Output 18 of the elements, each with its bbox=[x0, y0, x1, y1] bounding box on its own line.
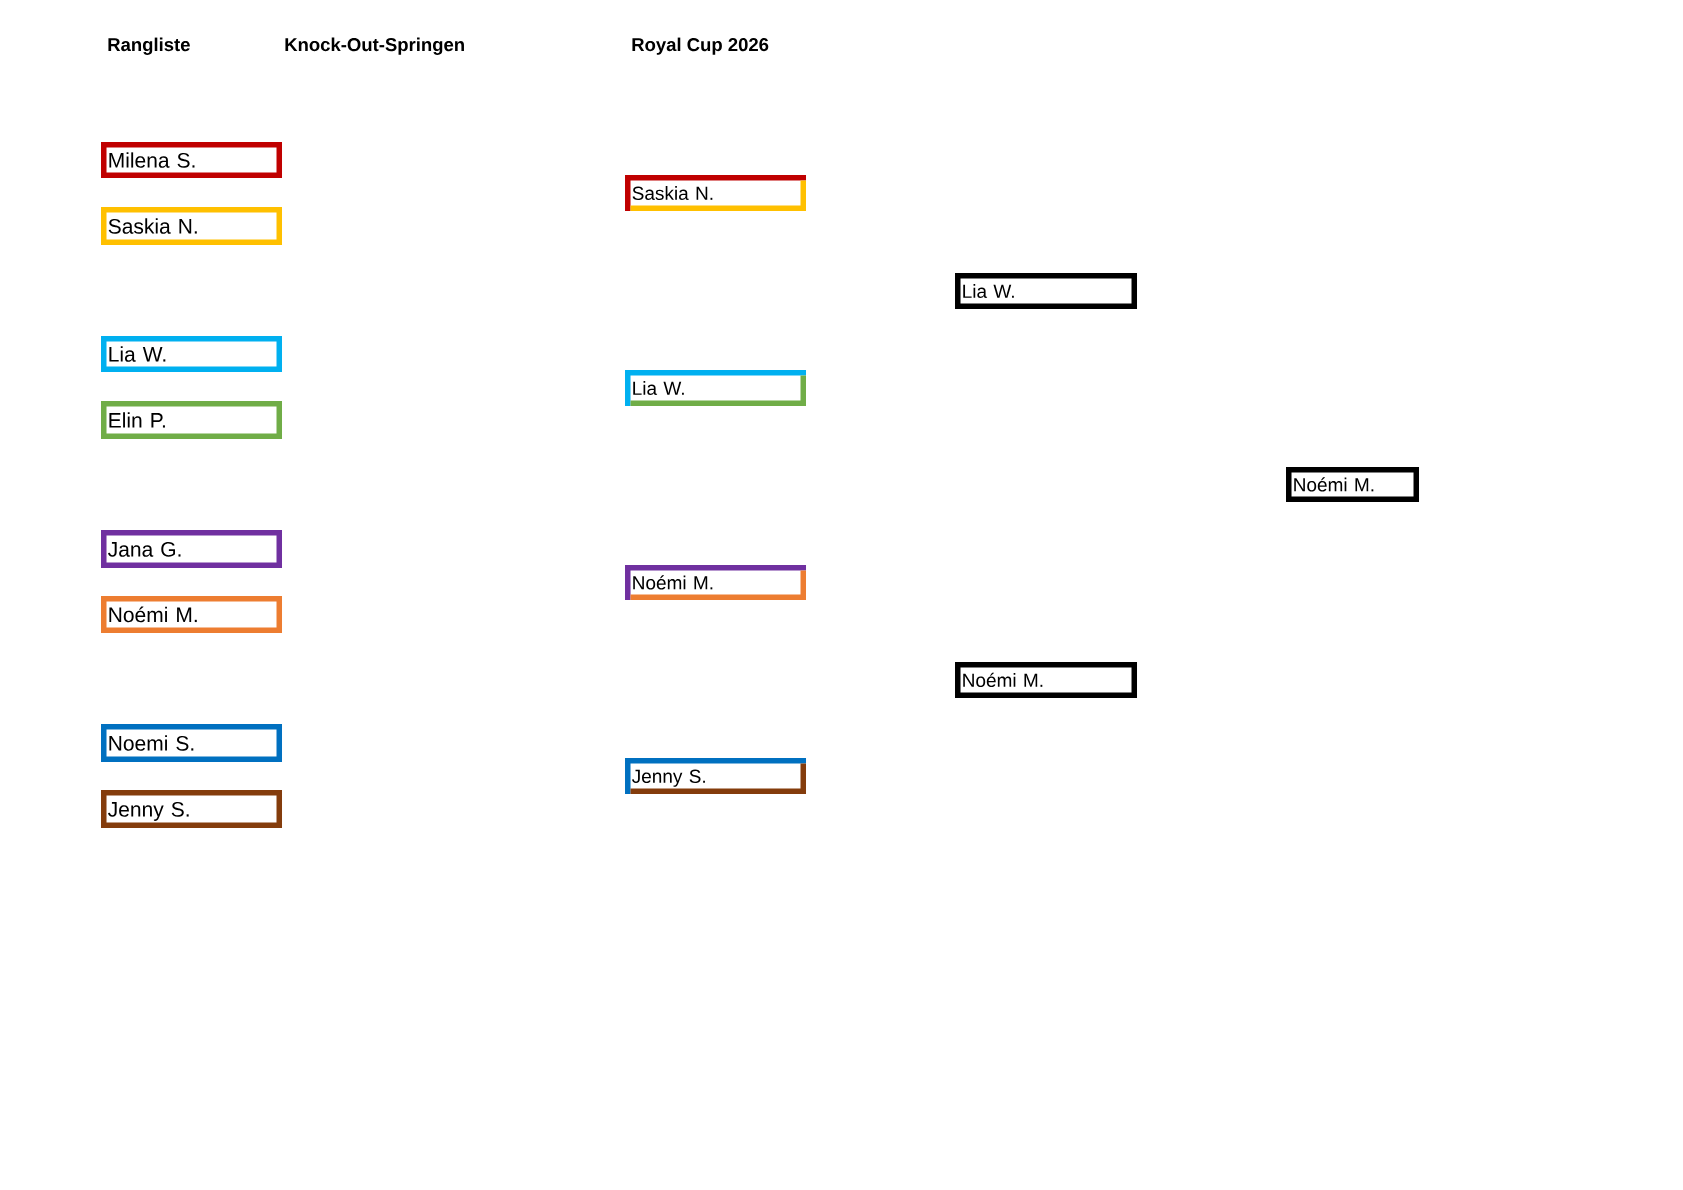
name-box: Saskia N. bbox=[625, 175, 806, 211]
name-box: Noémi M. bbox=[625, 565, 806, 600]
name-box: Lia W. bbox=[101, 336, 282, 372]
column-heading: Rangliste bbox=[108, 37, 190, 55]
name-box: Elin P. bbox=[101, 401, 282, 439]
name-box: Jana G. bbox=[101, 530, 282, 568]
name-box: Lia W. bbox=[955, 273, 1137, 309]
name-box: Noémi M. bbox=[1286, 467, 1419, 502]
name-box: Noémi M. bbox=[101, 596, 282, 633]
column-heading: Knock-Out-Springen bbox=[285, 37, 464, 55]
column-heading: Royal Cup 2026 bbox=[632, 37, 769, 55]
name-box: Jenny S. bbox=[625, 758, 806, 794]
name-box: Jenny S. bbox=[101, 790, 282, 828]
name-box: Milena S. bbox=[101, 142, 282, 178]
name-box: Saskia N. bbox=[101, 207, 282, 245]
name-box: Noémi M. bbox=[955, 662, 1137, 698]
name-box: Noemi S. bbox=[101, 724, 282, 762]
name-box: Lia W. bbox=[625, 370, 806, 406]
